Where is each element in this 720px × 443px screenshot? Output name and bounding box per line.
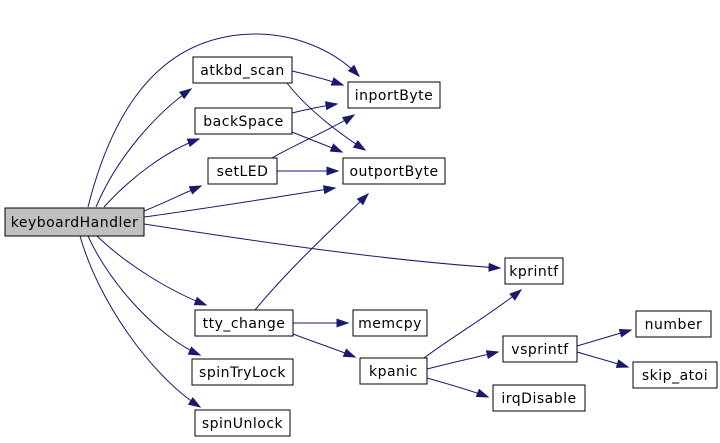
node-kprintf[interactable]: kprintf	[504, 257, 564, 285]
node-box-irqDisable[interactable]	[492, 384, 586, 412]
edge-atkbd_scan-to-outportByte	[286, 82, 367, 151]
node-box-spinUnlock[interactable]	[194, 409, 291, 437]
node-label-backSpace: backSpace	[203, 114, 283, 130]
node-inportByte[interactable]: inportByte	[347, 81, 441, 109]
edge-keyboardHandler-to-inportByte	[87, 33, 361, 208]
edge-keyboardHandler-to-backSpace	[103, 138, 201, 208]
edge-tty_change-to-kpanic	[292, 333, 357, 358]
edge-kpanic-to-kprintf	[423, 289, 523, 359]
node-box-vsprintf[interactable]	[502, 335, 578, 363]
nodes-layer: keyboardHandler atkbd_scan inportByte backS…	[4, 56, 718, 437]
node-memcpy[interactable]: memcpy	[352, 309, 428, 337]
node-kpanic[interactable]: kpanic	[359, 357, 428, 385]
node-label-spinTryLock: spinTryLock	[199, 365, 286, 381]
node-label-memcpy: memcpy	[358, 316, 422, 332]
edge-keyboardHandler-to-atkbd_scan	[95, 88, 193, 208]
node-box-inportByte[interactable]	[347, 81, 441, 109]
edge-keyboardHandler-to-outportByte	[143, 185, 337, 218]
edge-setLED-to-inportByte	[271, 114, 356, 159]
node-backSpace[interactable]: backSpace	[194, 107, 293, 135]
node-label-inportByte: inportByte	[355, 88, 433, 104]
node-box-kprintf[interactable]	[504, 257, 564, 285]
node-label-kprintf: kprintf	[509, 264, 559, 280]
node-spinUnlock[interactable]: spinUnlock	[194, 409, 291, 437]
node-spinTryLock[interactable]: spinTryLock	[191, 358, 294, 386]
node-irqDisable[interactable]: irqDisable	[492, 384, 586, 412]
edge-keyboardHandler-to-tty_change	[96, 235, 208, 306]
node-label-skip_atoi: skip_atoi	[642, 368, 708, 384]
edge-vsprintf-to-skip_atoi	[576, 351, 630, 368]
node-box-skip_atoi[interactable]	[632, 361, 718, 389]
node-number[interactable]: number	[635, 310, 712, 338]
node-box-tty_change[interactable]	[194, 309, 294, 337]
node-keyboardHandler: keyboardHandler	[4, 207, 145, 237]
edges-layer	[79, 33, 633, 408]
node-box-memcpy[interactable]	[352, 309, 428, 337]
edge-vsprintf-to-number	[576, 328, 633, 347]
node-label-vsprintf: vsprintf	[511, 342, 569, 358]
node-label-atkbd_scan: atkbd_scan	[200, 63, 284, 79]
node-box-atkbd_scan[interactable]	[192, 56, 293, 84]
node-tty_change[interactable]: tty_change	[194, 309, 294, 337]
node-label-kpanic: kpanic	[369, 364, 418, 380]
edge-keyboardHandler-to-kprintf	[143, 223, 502, 272]
node-label-irqDisable: irqDisable	[501, 391, 576, 407]
edge-atkbd_scan-to-inportByte	[291, 70, 345, 86]
node-vsprintf[interactable]: vsprintf	[502, 335, 578, 363]
edge-keyboardHandler-to-spinTryLock	[87, 235, 202, 356]
node-box-kpanic[interactable]	[359, 357, 428, 385]
node-box-outportByte[interactable]	[342, 157, 446, 185]
node-label-number: number	[645, 317, 703, 333]
edge-keyboardHandler-to-spinUnlock	[79, 235, 202, 408]
edge-keyboardHandler-to-setLED	[143, 185, 203, 212]
node-box-setLED[interactable]	[207, 157, 278, 185]
edge-kpanic-to-irqDisable	[426, 377, 490, 398]
node-box-keyboardHandler	[4, 207, 145, 237]
node-skip_atoi[interactable]: skip_atoi	[632, 361, 718, 389]
node-label-outportByte: outportByte	[349, 164, 438, 180]
node-outportByte[interactable]: outportByte	[342, 157, 446, 185]
edge-backSpace-to-inportByte	[291, 101, 339, 114]
edge-kpanic-to-vsprintf	[426, 350, 500, 370]
node-label-keyboardHandler: keyboardHandler	[11, 215, 139, 231]
node-label-setLED: setLED	[217, 164, 269, 180]
node-box-spinTryLock[interactable]	[191, 358, 294, 386]
node-label-spinUnlock: spinUnlock	[202, 416, 284, 432]
node-setLED[interactable]: setLED	[207, 157, 278, 185]
edge-backSpace-to-outportByte	[291, 131, 344, 153]
node-box-backSpace[interactable]	[194, 107, 293, 135]
node-label-tty_change: tty_change	[203, 316, 286, 332]
node-box-number[interactable]	[635, 310, 712, 338]
edge-tty_change-to-outportByte	[254, 192, 370, 311]
node-atkbd_scan[interactable]: atkbd_scan	[192, 56, 293, 84]
